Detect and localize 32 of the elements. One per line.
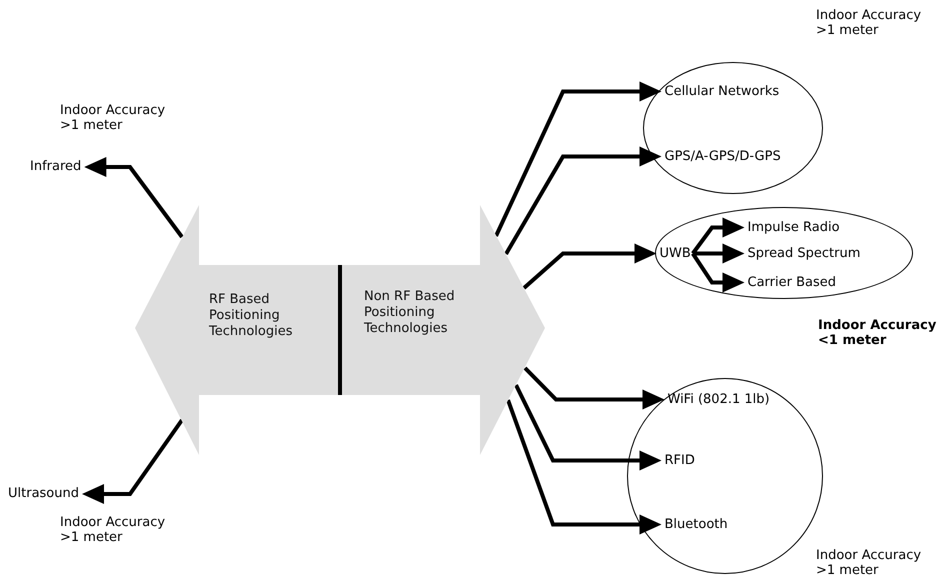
accuracy-note: Indoor Accuracy >1 meter — [816, 8, 922, 38]
group-ellipse — [655, 207, 913, 299]
technology-label: Impulse Radio — [748, 220, 840, 236]
double-arrow — [135, 205, 545, 455]
arrow — [82, 418, 184, 504]
arrow — [691, 218, 744, 255]
accuracy-note: Indoor Accuracy >1 meter — [816, 548, 922, 578]
arrow — [494, 82, 662, 237]
arrow — [522, 244, 656, 290]
arrow — [514, 384, 662, 470]
group-ellipse — [643, 62, 823, 194]
technology-label: Cellular Networks — [664, 84, 780, 100]
arrow-label: Non RF Based Positioning Technologies — [364, 289, 456, 337]
accuracy-note: Indoor Accuracy >1 meter — [60, 515, 166, 545]
technology-label: Ultrasound — [8, 486, 79, 502]
technology-label: Bluetooth — [664, 516, 728, 532]
technology-label: Spread Spectrum — [748, 246, 860, 262]
technology-label: Carrier Based — [748, 274, 836, 290]
arrow — [524, 366, 664, 410]
arrow — [692, 244, 744, 264]
arrow — [84, 157, 184, 238]
technology-label: RFID — [664, 452, 695, 468]
arrow — [506, 399, 662, 534]
technology-label: Infrared — [30, 159, 82, 175]
accuracy-note: Indoor Accuracy >1 meter — [60, 103, 166, 133]
arrow — [691, 252, 744, 292]
technology-label: GPS/A-GPS/D-GPS — [664, 148, 781, 164]
arrow — [504, 146, 662, 256]
technology-label: WiFi (802.1 1lb) — [668, 392, 770, 408]
accuracy-note: Indoor Accuracy <1 meter — [818, 318, 938, 348]
technology-label: UWB — [660, 246, 691, 262]
arrow-label: RF Based Positioning Technologies — [209, 292, 294, 340]
